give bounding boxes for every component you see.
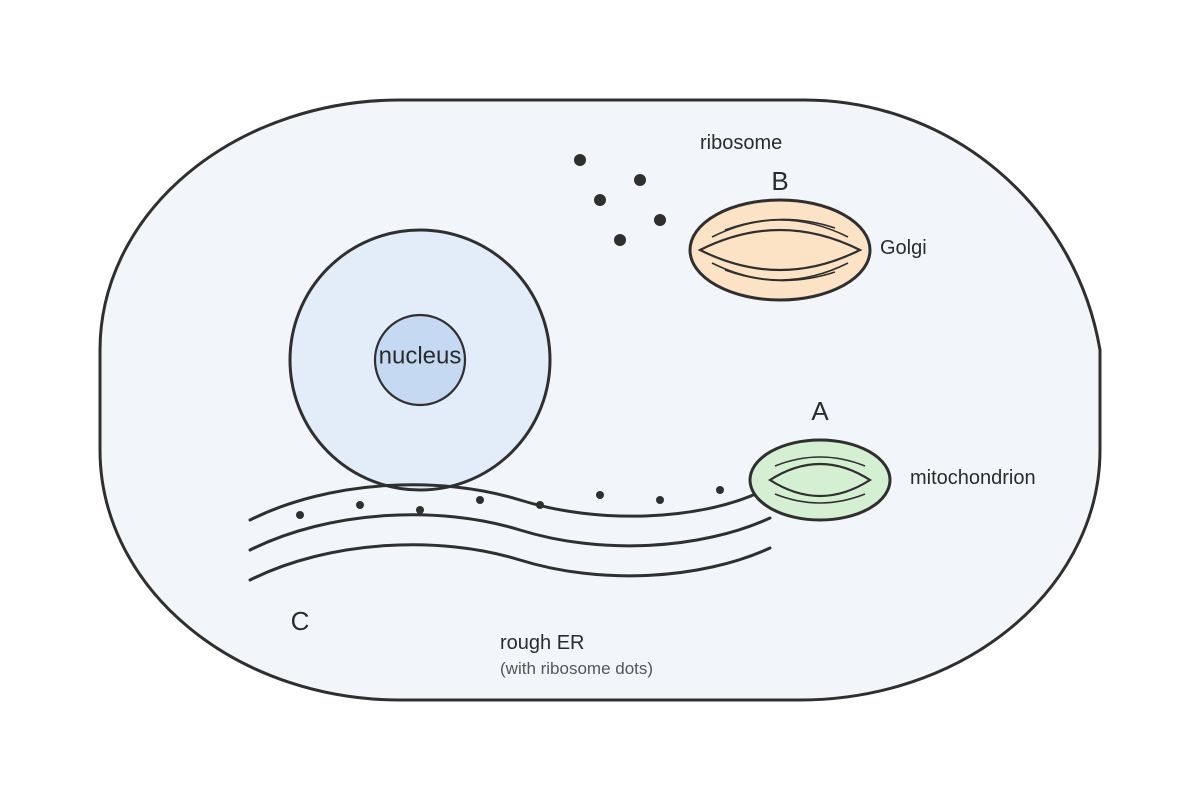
- er-ribosome-dot: [416, 506, 424, 514]
- mitochondrion: A mitochondrion: [748, 396, 1036, 522]
- golgi-body: [688, 198, 872, 302]
- mitochondrion-crista-top: [774, 456, 866, 467]
- er-membrane-middle: [248, 513, 772, 552]
- ribosomes: ribosome: [574, 132, 782, 246]
- er-ribosome-dot: [716, 486, 724, 494]
- ribosome-dot: [614, 234, 626, 246]
- golgi-cisterna-upper: [724, 218, 836, 231]
- mitochondrion-crista: [767, 463, 873, 497]
- letter-b: B: [771, 166, 788, 196]
- rough-er-label: rough ER: [500, 632, 585, 654]
- er-ribosome-dot: [476, 496, 484, 504]
- ribosome-label: ribosome: [700, 132, 782, 154]
- ribosome-dot: [634, 174, 646, 186]
- golgi-cisterna-lower: [724, 269, 836, 282]
- er-ribosome-dot: [656, 496, 664, 504]
- ribosome-dot: [654, 214, 666, 226]
- nucleus: nucleus: [288, 228, 552, 492]
- er-membrane-bottom: [248, 543, 772, 582]
- ribosome-dot: [574, 154, 586, 166]
- er-ribosome-dot: [536, 501, 544, 509]
- er-ribosome-dot: [296, 511, 304, 519]
- mitochondrion-body: [748, 438, 892, 522]
- nucleus-label: nucleus: [379, 342, 462, 369]
- cell-membrane: [98, 98, 1102, 702]
- er-ribosome-dot: [596, 491, 604, 499]
- mitochondrion-crista-bottom: [774, 493, 866, 504]
- er-ribosome-dot: [356, 501, 364, 509]
- letter-a: A: [811, 396, 829, 426]
- golgi-label: Golgi: [880, 237, 927, 259]
- mitochondrion-label: mitochondrion: [910, 467, 1036, 489]
- er-membrane-top: [248, 483, 762, 522]
- rough-er: [248, 483, 772, 582]
- golgi-cisterna: [697, 228, 863, 272]
- letter-c: C: [291, 606, 310, 636]
- golgi-apparatus: B Golgi: [688, 166, 927, 302]
- ribosome-dot: [594, 194, 606, 206]
- rough-er-note: (with ribosome dots): [500, 659, 653, 678]
- nucleolus: [373, 313, 467, 407]
